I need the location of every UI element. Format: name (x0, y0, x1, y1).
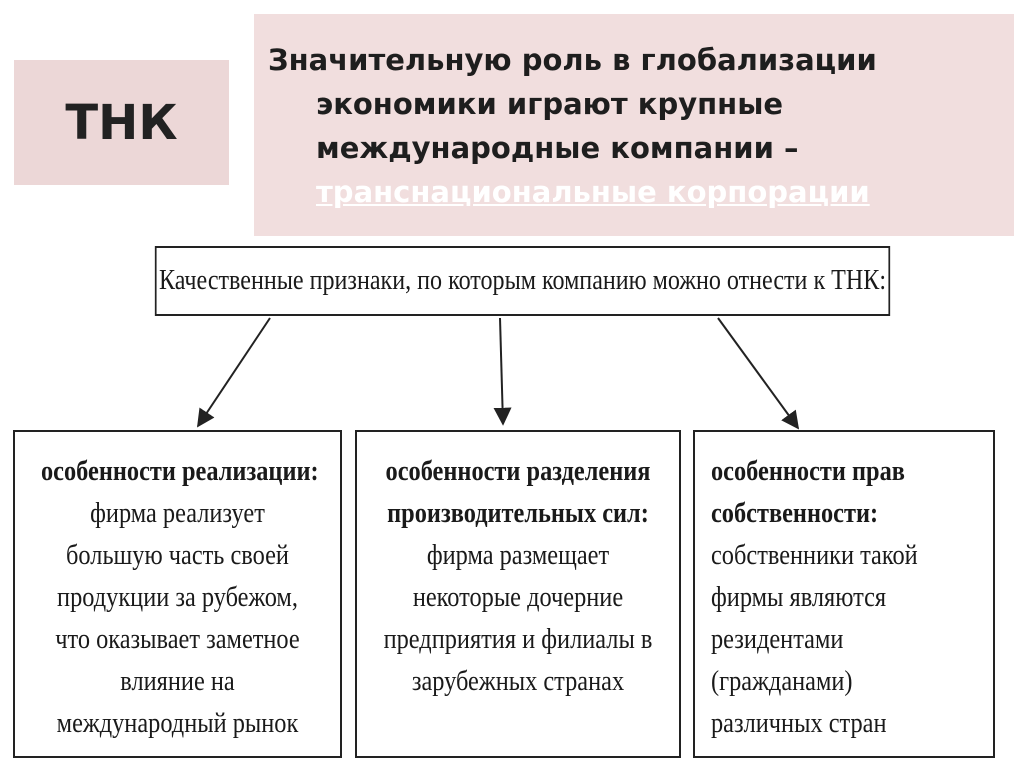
card-body-line: международный рынок (56, 707, 299, 739)
title-box: ТНК (14, 60, 229, 185)
card-body-line: (гражданами) (711, 665, 853, 697)
arrow-to-card-2 (493, 317, 512, 426)
card-heading-line: особенности прав (711, 455, 905, 487)
criteria-header-text: Качественные признаки, по которым компан… (158, 265, 887, 296)
intro-text-box: Значительную роль в глобализации экономи… (254, 14, 1014, 236)
arrow-to-card-3 (717, 317, 800, 430)
card-heading-line: собственности: (711, 497, 879, 529)
card-body-line: некоторые дочерние (412, 581, 624, 613)
page-title: ТНК (65, 94, 178, 151)
intro-line-2: экономики играют крупные (316, 87, 784, 121)
card-heading-line: производительных сил: (387, 497, 649, 529)
card-body-line: зарубежных странах (411, 665, 625, 697)
criterion-card-ownership: особенности прав собственности: собствен… (693, 430, 995, 758)
criterion-card-sales: особенности реализации: фирма реализует … (13, 430, 342, 758)
card-body-line: большую часть своей (66, 539, 289, 571)
card-body-line: влияние на (120, 665, 235, 697)
card-heading-line: особенности реализации: (41, 455, 319, 487)
arrow-to-card-1 (197, 317, 271, 428)
card-body-line: фирма реализует (90, 497, 265, 529)
card-body-line: резидентами (711, 623, 844, 655)
intro-line-1: Значительную роль в глобализации (268, 43, 877, 77)
card-body-line: фирмы являются (711, 581, 887, 613)
criteria-header-box: Качественные признаки, по которым компан… (154, 246, 891, 316)
criterion-card-production: особенности разделения производительных … (355, 430, 681, 758)
card-body-line: что оказывает заметное (55, 623, 300, 655)
card-body-line: продукции за рубежом, (57, 581, 298, 613)
card-body-line: фирма размещает (426, 539, 610, 571)
intro-line-3: международные компании – (316, 131, 799, 165)
intro-highlight: транснациональные корпорации (316, 175, 870, 209)
card-body-line: собственники такой (711, 539, 918, 571)
card-body-line: различных стран (711, 707, 887, 739)
card-heading-line: особенности разделения (385, 455, 651, 487)
card-body-line: предприятия и филиалы в (383, 623, 653, 655)
